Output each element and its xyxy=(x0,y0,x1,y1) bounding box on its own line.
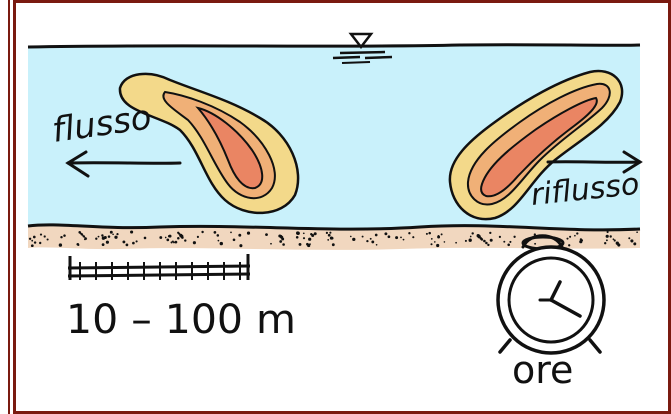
scale-label: 10 – 100 m xyxy=(66,297,296,343)
scale-bar-icon xyxy=(68,254,250,280)
time-label: ore xyxy=(512,348,573,392)
alarm-clock-icon xyxy=(498,236,604,353)
